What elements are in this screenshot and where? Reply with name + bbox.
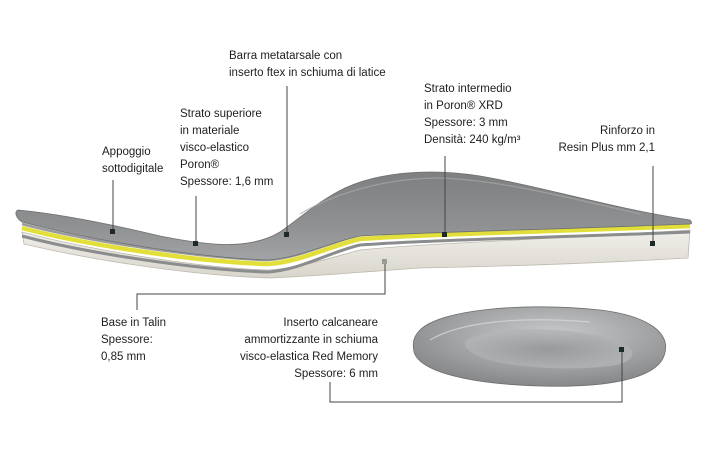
top-surface	[15, 171, 692, 261]
label-inserto-calcaneare: Inserto calcaneare ammortizzante in schi…	[239, 317, 378, 380]
label-base-talin: Base in Talin Spessore: 0,85 mm	[101, 317, 166, 363]
label-strato-intermedio: Strato intermedio in Poron® XRD Spessore…	[424, 83, 521, 146]
poron-yellow-layer	[21, 223, 691, 267]
marker-appoggio	[110, 229, 115, 234]
label-strato-superiore: Strato superiore in materiale visco-elas…	[180, 108, 274, 188]
marker-strato-superiore	[193, 241, 198, 246]
bottom-grey-line	[21, 230, 691, 274]
marker-base	[382, 259, 387, 264]
markers	[110, 229, 655, 352]
marker-barra	[284, 232, 289, 237]
marker-strato-intermedio	[442, 232, 447, 237]
label-rinforzo: Rinforzo in Resin Plus mm 2,1	[558, 125, 655, 154]
leader-lines	[112, 86, 654, 403]
marker-inserto	[619, 347, 624, 352]
marker-rinforzo	[650, 241, 655, 246]
label-appoggio: Appoggio sottodigitale	[102, 146, 164, 175]
label-barra-metatarsale: Barra metatarsale con inserto ftex in sc…	[229, 50, 386, 79]
